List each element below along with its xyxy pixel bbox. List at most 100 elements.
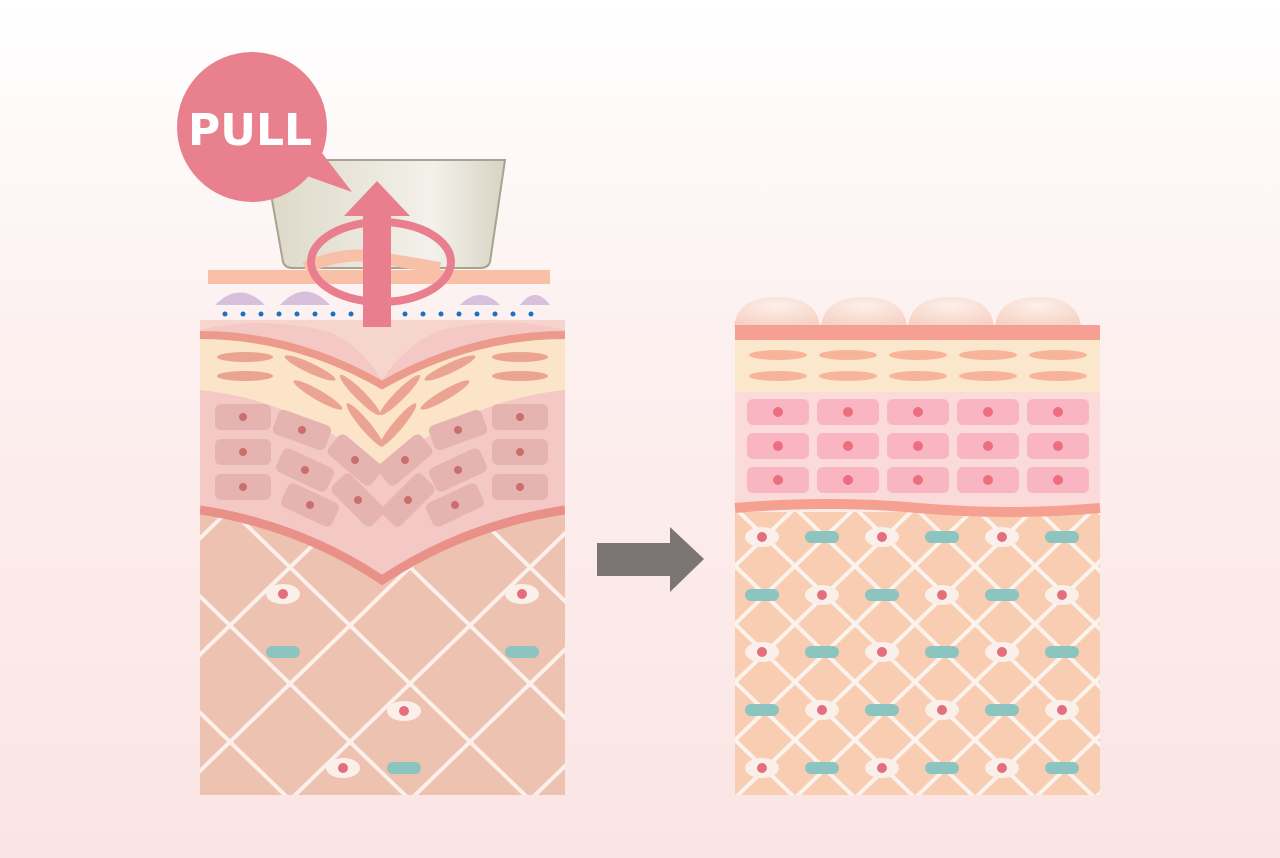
fibroblast-nucleus (817, 590, 827, 600)
elastin-fiber (865, 589, 899, 601)
flat-cell (492, 352, 548, 362)
elastin-fiber (985, 589, 1019, 601)
collagen-fiber (1096, 512, 1100, 516)
flat-cell (217, 371, 273, 381)
cell-nucleus (451, 501, 459, 509)
fibroblast-nucleus (817, 705, 827, 715)
blue-dot (492, 311, 498, 317)
cell-nucleus (773, 475, 783, 485)
cell-nucleus (983, 441, 993, 451)
collagen-fiber (0, 480, 50, 800)
fibroblast-nucleus (1057, 705, 1067, 715)
collagen-fiber (0, 480, 140, 800)
basement-membrane (200, 505, 565, 586)
elastin-fiber (745, 589, 779, 601)
flat-cell (889, 371, 947, 381)
surface-cell (734, 297, 820, 327)
flat-cell (819, 350, 877, 360)
surface-cell (995, 297, 1081, 327)
cell-nucleus (454, 426, 462, 434)
collagen-fiber (0, 480, 170, 800)
collagen-fiber (735, 679, 855, 795)
collagen-fiber (1095, 790, 1100, 795)
dermis-layer (735, 512, 1100, 795)
blue-dot (348, 311, 354, 317)
collagen-fiber (412, 646, 565, 795)
cell-nucleus (239, 413, 247, 421)
cell-nucleus (239, 448, 247, 456)
cell-nucleus (354, 496, 362, 504)
cell-nucleus (913, 441, 923, 451)
flat-cell (346, 403, 384, 447)
fibroblast-nucleus (399, 706, 409, 716)
cell-nucleus (401, 456, 409, 464)
dermis-elements-left (266, 584, 539, 778)
cell-nucleus (1053, 407, 1063, 417)
collagen-fiber (735, 512, 794, 569)
cell-nucleus (239, 483, 247, 491)
basement-membrane (734, 499, 1101, 517)
cell-nucleus (351, 456, 359, 464)
cell-nucleus (516, 448, 524, 456)
flat-cell (379, 374, 421, 416)
flat-cell (749, 350, 807, 360)
cell-nucleus (773, 441, 783, 451)
blue-dot (312, 311, 318, 317)
collagen-fiber (1035, 732, 1100, 795)
collagen-fiber (1155, 508, 1280, 798)
blue-dot (510, 311, 516, 317)
elastin-fiber (805, 762, 839, 774)
cell-nucleus (1053, 441, 1063, 451)
blue-dot (258, 311, 264, 317)
fibroblast-nucleus (278, 589, 288, 599)
surface-cell (908, 297, 994, 327)
flat-cell (339, 374, 381, 416)
elastin-fiber (1045, 762, 1079, 774)
elastin-fiber (805, 646, 839, 658)
blue-dots (222, 311, 534, 317)
epidermis-layer (735, 340, 1100, 392)
cell-nucleus (306, 501, 314, 509)
flat-cell (492, 371, 548, 381)
cell-nucleus (516, 413, 524, 421)
flat-cell (819, 371, 877, 381)
surface-cell (821, 297, 907, 327)
blue-dot (240, 311, 246, 317)
flat-cell (284, 355, 336, 381)
fibroblast-nucleus (997, 647, 1007, 657)
fibroblast-nucleus (757, 532, 767, 542)
cell-nucleus (404, 496, 412, 504)
fibroblast-nucleus (877, 763, 887, 773)
up-arrow-shaft (363, 212, 391, 327)
blue-dot (222, 311, 228, 317)
blue-dot (420, 311, 426, 317)
fibroblast-nucleus (757, 647, 767, 657)
flat-cell (424, 355, 476, 381)
pull-label: PULL (188, 105, 312, 156)
collagen-fiber (0, 508, 15, 798)
collagen-fiber (0, 508, 135, 798)
cell-nucleus (983, 407, 993, 417)
blue-dot (330, 311, 336, 317)
elastin-fiber (387, 762, 421, 774)
elastin-fiber (925, 762, 959, 774)
collagen-fiber (1215, 508, 1280, 798)
flat-cell (959, 371, 1017, 381)
flat-cell (1029, 350, 1087, 360)
elastin-fiber (985, 704, 1019, 716)
elastin-fiber (505, 646, 539, 658)
pull-speech-bubble: PULL (177, 52, 352, 202)
cell-nucleus (516, 483, 524, 491)
cell-nucleus (843, 441, 853, 451)
fibroblast-nucleus (997, 532, 1007, 542)
blue-dot (474, 311, 480, 317)
cell-nucleus (298, 426, 306, 434)
flat-cell (293, 380, 343, 410)
fibroblast-nucleus (517, 589, 527, 599)
collagen-fiber (0, 508, 195, 798)
fibroblast-nucleus (997, 763, 1007, 773)
fibroblast-nucleus (877, 647, 887, 657)
distorted-cells (215, 404, 548, 527)
flat-cell (379, 403, 417, 447)
